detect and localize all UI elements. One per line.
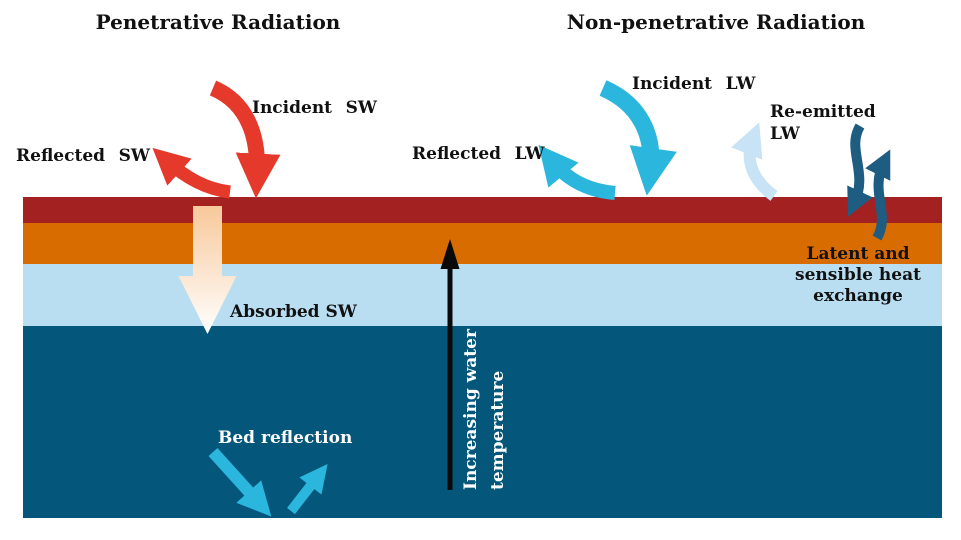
re-emitted-lw-label: Re-emitted LW: [770, 102, 876, 144]
latent-heat-label: Latent and sensible heat exchange: [795, 244, 921, 306]
incident-sw-arrow: [209, 80, 281, 199]
reflected-lw-arrow: [538, 144, 616, 200]
deep-water-layer: [23, 326, 942, 518]
penetrative-title: Penetrative Radiation: [95, 10, 341, 34]
reflected-lw-label: Reflected LW: [412, 144, 545, 164]
incident-lw-label: Incident LW: [632, 74, 756, 94]
reflected-sw-arrow: [152, 147, 231, 199]
upper-water-layer: [23, 223, 942, 264]
surface-skin-layer: [23, 197, 942, 223]
absorbed-sw-label: Absorbed SW: [230, 302, 357, 322]
re-emitted-lw-arrow: [731, 122, 778, 201]
incident-sw-label: Incident SW: [252, 98, 377, 118]
non-penetrative-title: Non-penetrative Radiation: [566, 10, 866, 34]
incident-lw-arrow: [599, 80, 677, 196]
mid-water-layer: [23, 264, 942, 326]
increasing-temperature-label: Increasing water temperature: [461, 329, 508, 490]
bed-reflection-label: Bed reflection: [218, 428, 353, 448]
reflected-sw-label: Reflected SW: [16, 146, 150, 166]
